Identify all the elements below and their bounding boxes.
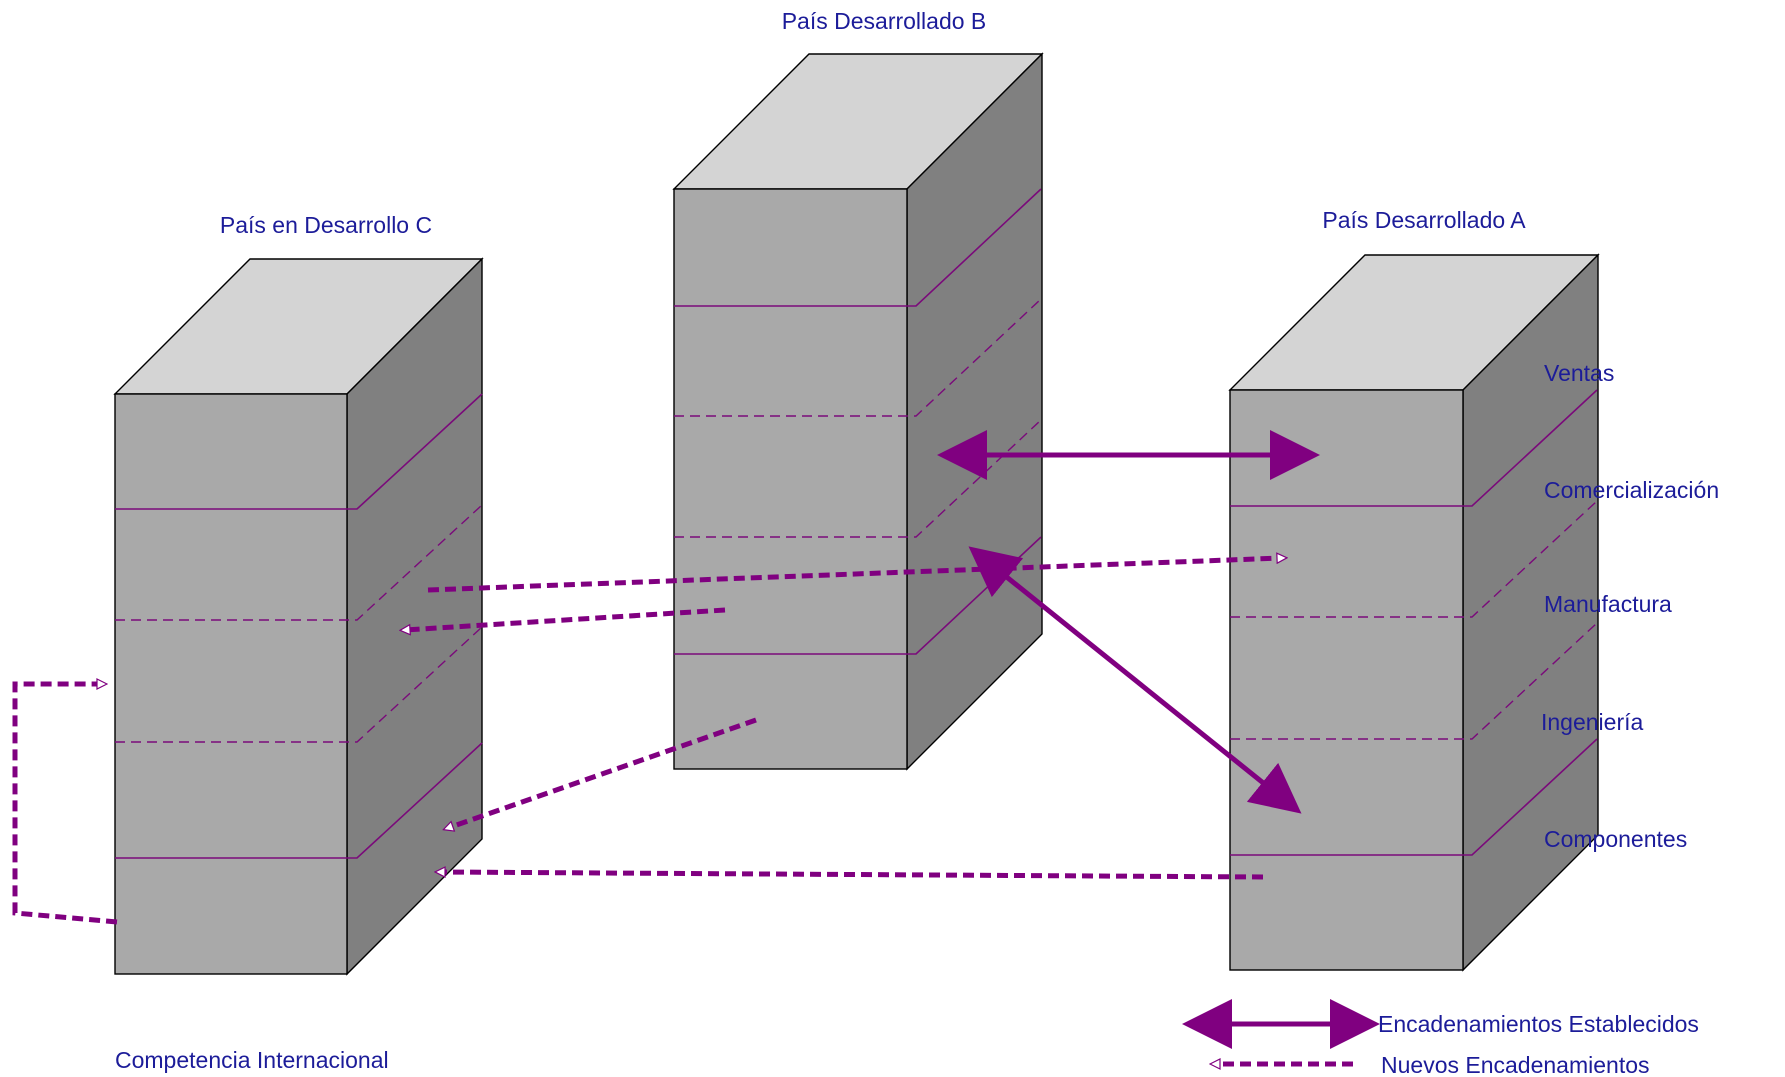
box-c-band-1 <box>115 393 483 510</box>
box-a-band-1 <box>1230 389 1598 507</box>
box-a-band-3 <box>1230 622 1598 740</box>
box-c-band-2 <box>115 504 483 621</box>
box-c-band-4 <box>115 742 483 859</box>
box-b-band-2 <box>674 298 1042 417</box>
stage-label-marketing: Comercialización <box>1544 477 1719 503</box>
box-c-band-3 <box>115 626 483 743</box>
box-a-front <box>1229 389 1464 971</box>
stage-label-engineering: Ingeniería <box>1541 709 1644 735</box>
country-label-b: País Desarrollado B <box>782 8 987 34</box>
legend: Encadenamientos Establecidos Nuevos Enca… <box>1182 999 1699 1077</box>
country-label-c: País en Desarrollo C <box>220 212 432 238</box>
caption: Competencia Internacional <box>115 1047 389 1073</box>
box-c-front <box>114 393 348 975</box>
new-link-a-to-c-components <box>440 872 1264 880</box>
stage-label-manufacturing: Manufactura <box>1544 591 1672 617</box>
box-a-band-4 <box>1230 738 1598 856</box>
country-label-a: País Desarrollado A <box>1322 207 1526 233</box>
new-link-b-to-c-manufacturing <box>405 607 726 630</box>
box-country-c <box>113 257 484 976</box>
box-country-a <box>1228 253 1600 972</box>
box-country-b <box>672 52 1044 771</box>
box-a-band-2 <box>1230 500 1598 618</box>
legend-new-label: Nuevos Encadenamientos <box>1381 1052 1650 1077</box>
box-b-band-1 <box>674 188 1042 307</box>
legend-established-label: Encadenamientos Establecidos <box>1378 1011 1699 1037</box>
new-link-c-loop <box>12 684 118 925</box>
stage-label-sales: Ventas <box>1544 360 1614 386</box>
new-link-c-to-a <box>427 558 1282 593</box>
box-b-front <box>673 188 908 770</box>
new-link-b-to-c-components <box>448 717 757 828</box>
established-link-b-a-components <box>968 546 1302 814</box>
stage-label-components: Componentes <box>1544 826 1687 852</box>
